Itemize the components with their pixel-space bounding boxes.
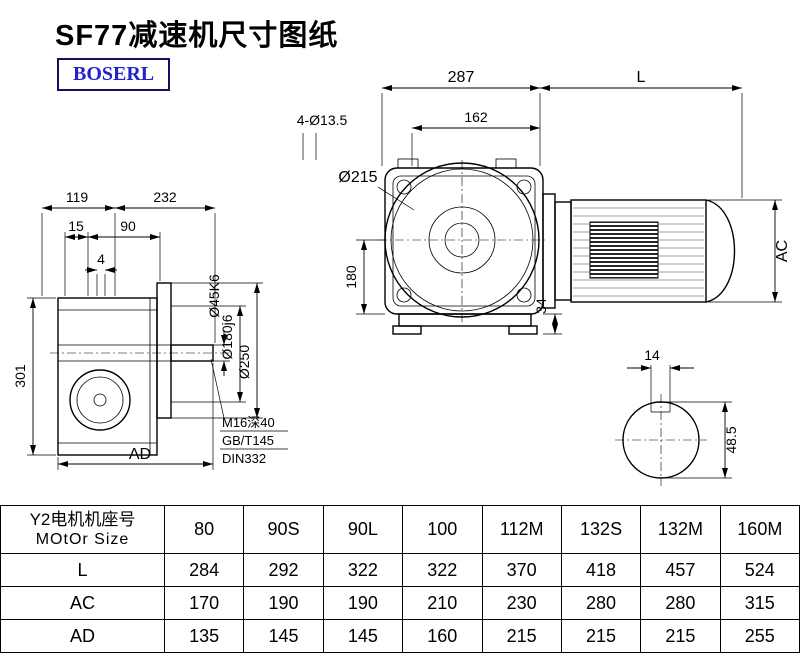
motor-adapter: [542, 193, 556, 309]
dim-287: 287: [448, 69, 475, 86]
spigot-dia-callout: Ø180j6: [219, 314, 235, 359]
dim-15: 15: [68, 218, 84, 234]
table-cell: 255: [719, 619, 800, 653]
dim-232: 232: [153, 189, 177, 205]
dim-34: 34: [533, 298, 549, 314]
table-cell: 210: [402, 586, 483, 620]
size-col-header: 90S: [243, 505, 324, 554]
logo-text: BOSERL: [73, 63, 155, 85]
dimension-table: Y2电机机座号 MOtOr Size 80 90S 90L 100 112M 1…: [0, 505, 800, 653]
top-lug: [495, 158, 517, 169]
table-cell: 315: [719, 586, 800, 620]
size-col-header: 132S: [560, 505, 642, 554]
dim-AD: AD: [129, 446, 151, 463]
dim-180: 180: [343, 265, 359, 289]
flange-dia-callout: Ø215: [338, 169, 377, 186]
tap-note-line3: DIN332: [222, 451, 266, 466]
table-cell: 215: [481, 619, 562, 653]
table-cell: 145: [243, 619, 324, 653]
dim-119: 119: [66, 189, 89, 205]
size-col-header: 80: [163, 505, 245, 554]
size-col-header: 160M: [719, 505, 800, 554]
header-label-cn: Y2电机机座号: [29, 509, 136, 529]
table-cell: 418: [560, 553, 642, 587]
table-cell: 322: [402, 553, 483, 587]
table-header-row: Y2电机机座号 MOtOr Size 80 90S 90L 100 112M 1…: [0, 505, 800, 554]
motor-flange: [554, 201, 572, 301]
output-flange: [156, 282, 172, 419]
dim-14: 14: [644, 347, 660, 363]
front-view: 287 L 162 4-Ø13.5 Ø215: [297, 69, 791, 335]
side-view: 119 232 15 90 4 301: [12, 189, 288, 470]
table-cell: 215: [560, 619, 642, 653]
holes-callout: 4-Ø13.5: [297, 112, 348, 128]
foot: [392, 325, 422, 335]
flange-dia-side-callout: Ø250: [236, 345, 252, 379]
table-cell: 190: [322, 586, 404, 620]
table-row-L: L 284 292 322 322 370 418 457 524: [0, 553, 800, 587]
row-label: AC: [0, 586, 165, 620]
page-title: SF77减速机尺寸图纸: [55, 20, 339, 52]
table-cell: 170: [163, 586, 245, 620]
table-row-AC: AC 170 190 190 210 230 280 280 315: [0, 586, 800, 620]
dim-48-5: 48.5: [723, 426, 739, 453]
table-cell: 280: [560, 586, 642, 620]
table-cell: 190: [243, 586, 324, 620]
table-cell: 135: [163, 619, 245, 653]
table-cell: 322: [322, 553, 404, 587]
table-cell: 292: [243, 553, 324, 587]
size-col-header: 132M: [640, 505, 721, 554]
size-col-header: 90L: [322, 505, 404, 554]
motor: [542, 193, 736, 309]
table-cell: 280: [640, 586, 721, 620]
motor-size-header-cell: Y2电机机座号 MOtOr Size: [0, 505, 165, 554]
size-col-header: 100: [402, 505, 483, 554]
mounting-hole: [396, 287, 412, 303]
tap-note-line2: GB/T145: [222, 433, 274, 448]
technical-drawing: 287 L 162 4-Ø13.5 Ø215: [12, 69, 791, 486]
shaft-dia-callout: Ø45K6: [206, 274, 222, 318]
table-cell: 145: [322, 619, 404, 653]
tap-note-line1: M16深40: [222, 415, 275, 430]
size-col-header: 112M: [481, 505, 562, 554]
row-label: AD: [0, 619, 165, 653]
foot: [508, 325, 538, 335]
table-row-AD: AD 135 145 145 160 215 215 215 255: [0, 619, 800, 653]
housing-body: [57, 297, 158, 456]
dim-162: 162: [464, 109, 488, 125]
dim-L: L: [637, 69, 646, 86]
table-cell: 457: [640, 553, 721, 587]
dim-AC: AC: [774, 240, 791, 262]
row-label: L: [0, 553, 165, 587]
shaft-section: 14 48.5: [615, 347, 739, 486]
header-label-en: MOtOr Size: [35, 531, 130, 549]
mounting-hole: [516, 179, 532, 195]
dim-4: 4: [97, 251, 105, 267]
table-cell: 370: [481, 553, 562, 587]
stator-fins: [589, 221, 659, 279]
table-cell: 524: [719, 553, 800, 587]
table-cell: 215: [640, 619, 721, 653]
dim-301: 301: [12, 364, 28, 388]
mounting-hole: [396, 179, 412, 195]
mounting-hole: [516, 287, 532, 303]
table-cell: 160: [402, 619, 483, 653]
table-cell: 230: [481, 586, 562, 620]
housing-base: [398, 313, 532, 327]
dim-90: 90: [120, 218, 136, 234]
boserl-logo: BOSERL: [57, 58, 171, 91]
top-lug: [397, 158, 419, 169]
motor-end-cap: [705, 199, 736, 303]
table-cell: 284: [163, 553, 245, 587]
bore-circle: [69, 369, 131, 431]
